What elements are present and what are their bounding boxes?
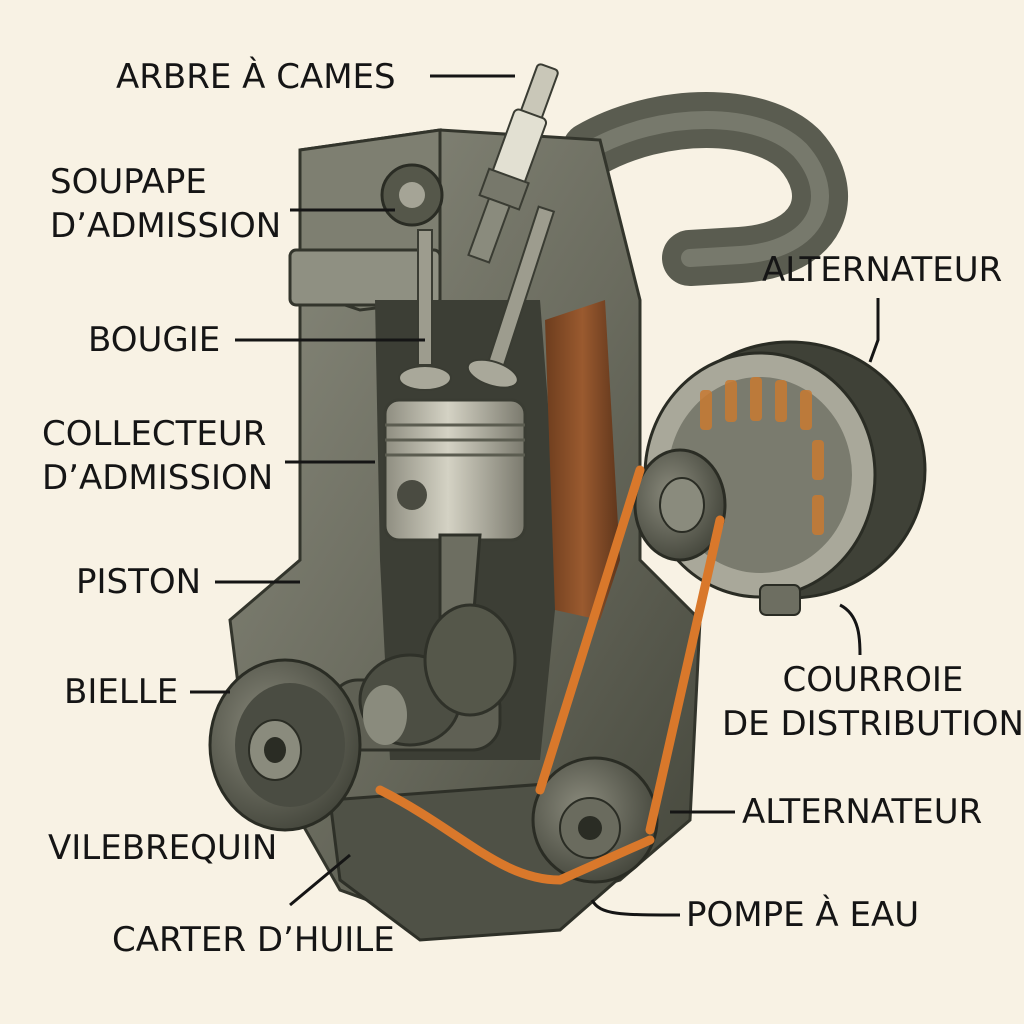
label-oil-pan: CARTER D’HUILE — [112, 920, 395, 960]
piston — [383, 398, 527, 542]
label-intake-valve: SOUPAPE D’ADMISSION — [50, 162, 282, 246]
label-timing-belt: COURROIE DE DISTRIBUTION — [722, 660, 1024, 744]
label-spark-plug: BOUGIE — [88, 320, 221, 360]
label-water-pump: POMPE À EAU — [686, 895, 920, 935]
leader-water-pump — [590, 899, 681, 917]
label-piston: PISTON — [76, 562, 202, 602]
label-crankshaft: VILEBREQUIN — [48, 828, 278, 868]
label-alternator-bottom: ALTERNATEUR — [742, 792, 983, 832]
leader-alternator-top — [868, 298, 880, 363]
label-camshaft: ARBRE À CAMES — [116, 57, 396, 97]
alternator-pulley — [633, 448, 727, 562]
crank-pulley — [208, 658, 362, 832]
spark-plug — [467, 63, 559, 264]
label-connecting-rod: BIELLE — [64, 672, 179, 712]
leader-oil-pan — [289, 853, 351, 907]
manifold-pipe — [562, 92, 848, 286]
leader-timing-belt — [839, 603, 862, 656]
label-alternator-top: ALTERNATEUR — [762, 250, 1003, 290]
timing-belt — [375, 465, 725, 885]
leader-lines — [190, 74, 880, 917]
crankshaft — [328, 603, 517, 752]
alternator — [643, 340, 927, 616]
label-intake-manifold: COLLECTEUR D’ADMISSION — [42, 414, 274, 498]
valve-train — [380, 163, 556, 391]
